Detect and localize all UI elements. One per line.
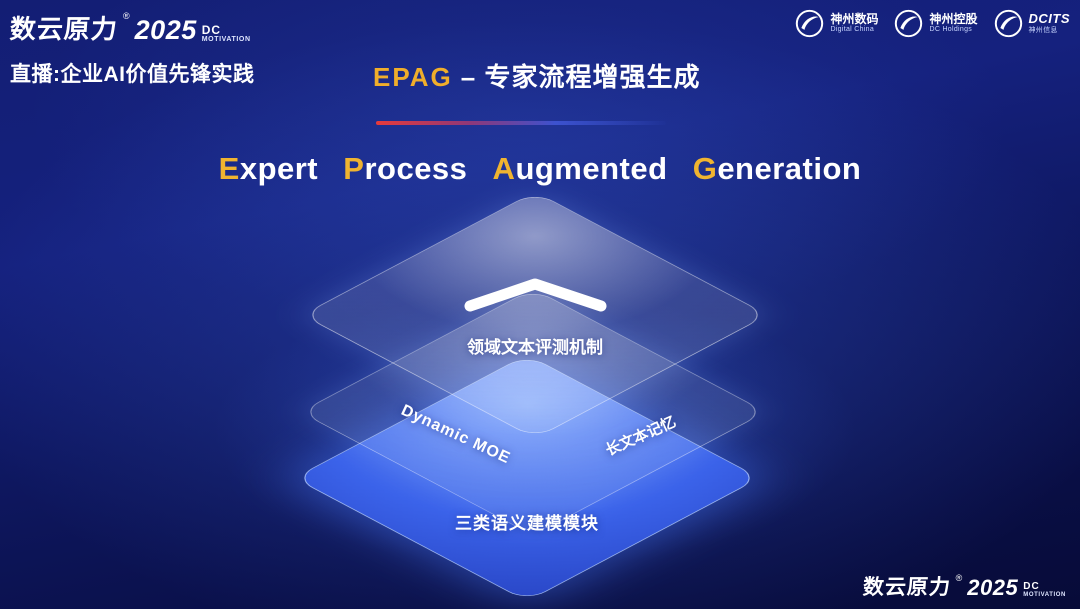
subtitle-word: Process (343, 151, 467, 186)
registered-mark: ® (955, 573, 963, 583)
subtitle-word: Generation (693, 151, 862, 186)
brand-tagline: DC MOTIVATION (202, 24, 251, 46)
dc-holdings-swoosh-icon (895, 9, 923, 38)
subtitle-word: Augmented (493, 151, 668, 186)
partner-name: 神州控股 (929, 11, 978, 26)
subtitle-initial: E (218, 151, 240, 186)
brand-motivation: MOTIVATION (201, 36, 251, 43)
subtitle-rest: rocess (364, 151, 468, 186)
title-underline (376, 121, 666, 125)
page-title: EPAG– 专家流程增强生成 (373, 57, 700, 94)
partner-subname: DC Holdings (929, 26, 973, 34)
partner-text: 神州数码 Digital China (830, 11, 879, 35)
subtitle-initial: G (692, 151, 718, 186)
partner-subname: 神州信息 (1028, 26, 1058, 34)
subtitle: Expert Process Augmented Generation (0, 151, 1080, 187)
footer-brand-logo: 数云原力 ® 2025 DC MOTIVATION (861, 571, 1066, 601)
brand-tagline: DC MOTIVATION (1023, 582, 1066, 601)
layer-label-evaluation: 领域文本评测机制 (467, 338, 603, 357)
brand-name: 数云原力 (8, 14, 119, 44)
digital-china-swoosh-icon (796, 9, 824, 38)
brand-motivation: MOTIVATION (1023, 592, 1066, 598)
partner-text: 神州控股 DC Holdings (929, 11, 978, 35)
brand-logo: 数云原力 ® 2025 DC MOTIVATION (8, 9, 251, 46)
partner-logo-dc-holdings: 神州控股 DC Holdings (894, 9, 978, 38)
partner-logos: 神州数码 Digital China 神州控股 DC Holdings DCIT… (795, 9, 1070, 38)
partner-logo-digital-china: 神州数码 Digital China (795, 9, 878, 38)
subtitle-rest: xpert (239, 151, 319, 186)
partner-name: 神州数码 (830, 11, 879, 26)
layer-label-semantic-modeling: 三类语义建模模块 (455, 514, 599, 533)
subtitle-rest: eneration (717, 151, 862, 186)
partner-name: DCITS (1028, 11, 1070, 26)
page-title-rest: – 专家流程增强生成 (460, 62, 701, 92)
chevron-up-icon (464, 278, 607, 312)
subtitle-initial: P (343, 151, 365, 186)
partner-subname: Digital China (830, 26, 875, 34)
partner-text: DCITS 神州信息 (1028, 11, 1071, 35)
brand-year: 2025 (967, 575, 1019, 600)
registered-mark: ® (123, 11, 130, 21)
dcits-swoosh-icon (994, 9, 1022, 38)
subtitle-word: Expert (219, 151, 319, 186)
stream-title: 直播:企业AI价值先锋实践 (10, 63, 255, 86)
brand-dc: DC (1023, 581, 1040, 592)
brand-year: 2025 (134, 15, 197, 45)
subtitle-rest: ugmented (515, 151, 668, 186)
brand-name: 数云原力 (861, 576, 952, 599)
partner-logo-dcits: DCITS 神州信息 (994, 9, 1071, 38)
subtitle-initial: A (492, 151, 516, 186)
page-title-highlight: EPAG (372, 62, 453, 92)
brand-dc: DC (201, 23, 222, 37)
